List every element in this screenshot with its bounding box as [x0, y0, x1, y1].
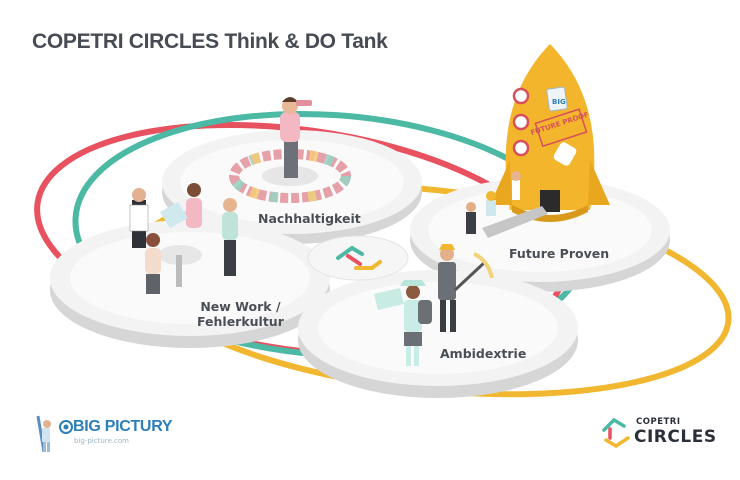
big-picture-mascot-icon — [36, 415, 51, 453]
circles-text: CIRCLES — [634, 427, 717, 447]
big-picture-name: BIG PICTURY — [73, 418, 173, 435]
label-new-work-line2: Fehlerkultur — [197, 314, 284, 329]
person-binoculars — [280, 97, 312, 178]
copetri-circles-icon — [602, 417, 630, 449]
people-newwork — [129, 183, 238, 294]
rocket: BIG FUTURE PROOF — [466, 44, 610, 238]
big-picture-camera-icon — [59, 420, 73, 434]
label-future-proven: Future Proven — [509, 246, 610, 261]
big-picture-url: big-picture.com — [74, 437, 129, 445]
label-new-work: New Work / Fehlerkultur — [197, 299, 284, 329]
label-ambidextrie: Ambidextrie — [440, 346, 527, 361]
label-nachhaltigkeit: Nachhaltigkeit — [258, 211, 361, 226]
copetri-text: COPETRI — [636, 417, 681, 427]
copetri-circles-logo: COPETRI CIRCLES — [600, 414, 720, 454]
big-picture-logo: BIG PICTURY big-picture.com — [32, 412, 202, 456]
page-title: COPETRI CIRCLES Think & DO Tank — [32, 30, 388, 53]
label-new-work-line1: New Work / — [200, 299, 281, 314]
center-disc — [307, 235, 409, 281]
disc-new-work — [50, 220, 330, 348]
people-ambidextrie — [374, 244, 494, 366]
rocket-badge: BIG — [552, 98, 566, 106]
